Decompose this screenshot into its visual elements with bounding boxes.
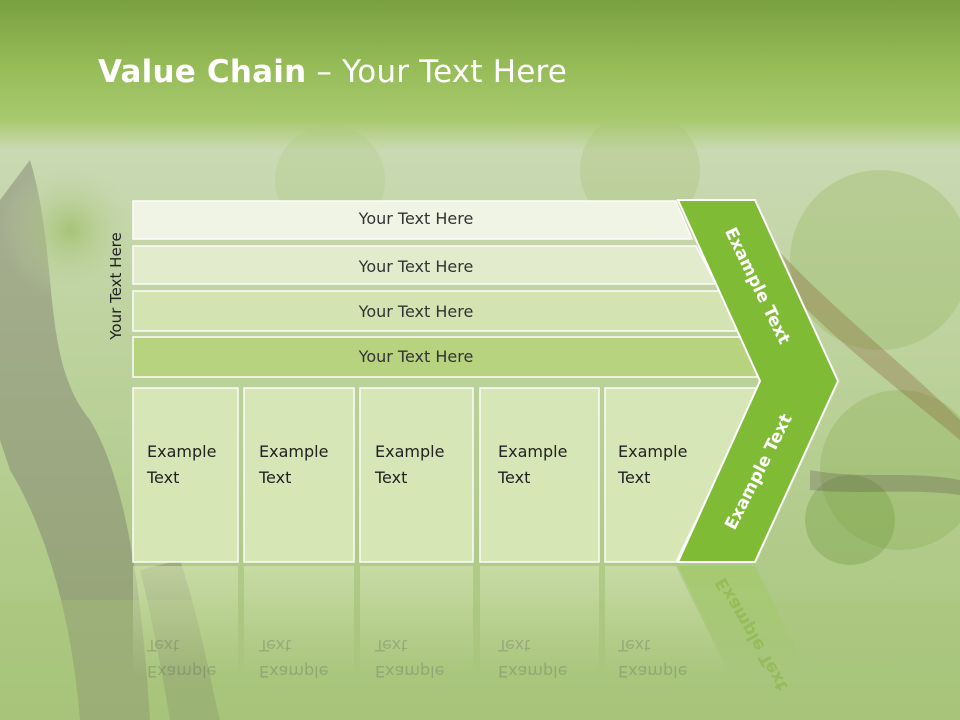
bar-3-label: Your Text Here bbox=[358, 302, 474, 321]
box-2 bbox=[243, 387, 355, 563]
box-5-label: Example Text bbox=[618, 442, 688, 487]
box-5 bbox=[604, 387, 762, 563]
chevron-arrow bbox=[676, 199, 840, 563]
box-3 bbox=[359, 387, 474, 563]
box-2-reflection: Example Text bbox=[259, 636, 329, 681]
bar-1 bbox=[132, 200, 694, 240]
box-1 bbox=[132, 387, 239, 563]
header-band bbox=[0, 0, 960, 150]
page-title: Value Chain – Your Text Here bbox=[98, 54, 568, 90]
box-4-label: Example Text bbox=[498, 442, 568, 487]
box-1-label: Example Text bbox=[147, 442, 217, 487]
bar-4-label: Your Text Here bbox=[358, 347, 474, 366]
box-4 bbox=[479, 387, 600, 563]
box-2-label: Example Text bbox=[259, 442, 329, 487]
box-1-reflection: Example Text bbox=[147, 636, 217, 681]
bar-2-label: Your Text Here bbox=[358, 257, 474, 276]
box-4-reflection: Example Text bbox=[498, 636, 568, 681]
box-5-reflection: Example Text bbox=[618, 636, 688, 681]
bar-1-label: Your Text Here bbox=[358, 209, 474, 228]
box-3-label: Example Text bbox=[375, 442, 445, 487]
box-3-reflection: Example Text bbox=[375, 636, 445, 681]
